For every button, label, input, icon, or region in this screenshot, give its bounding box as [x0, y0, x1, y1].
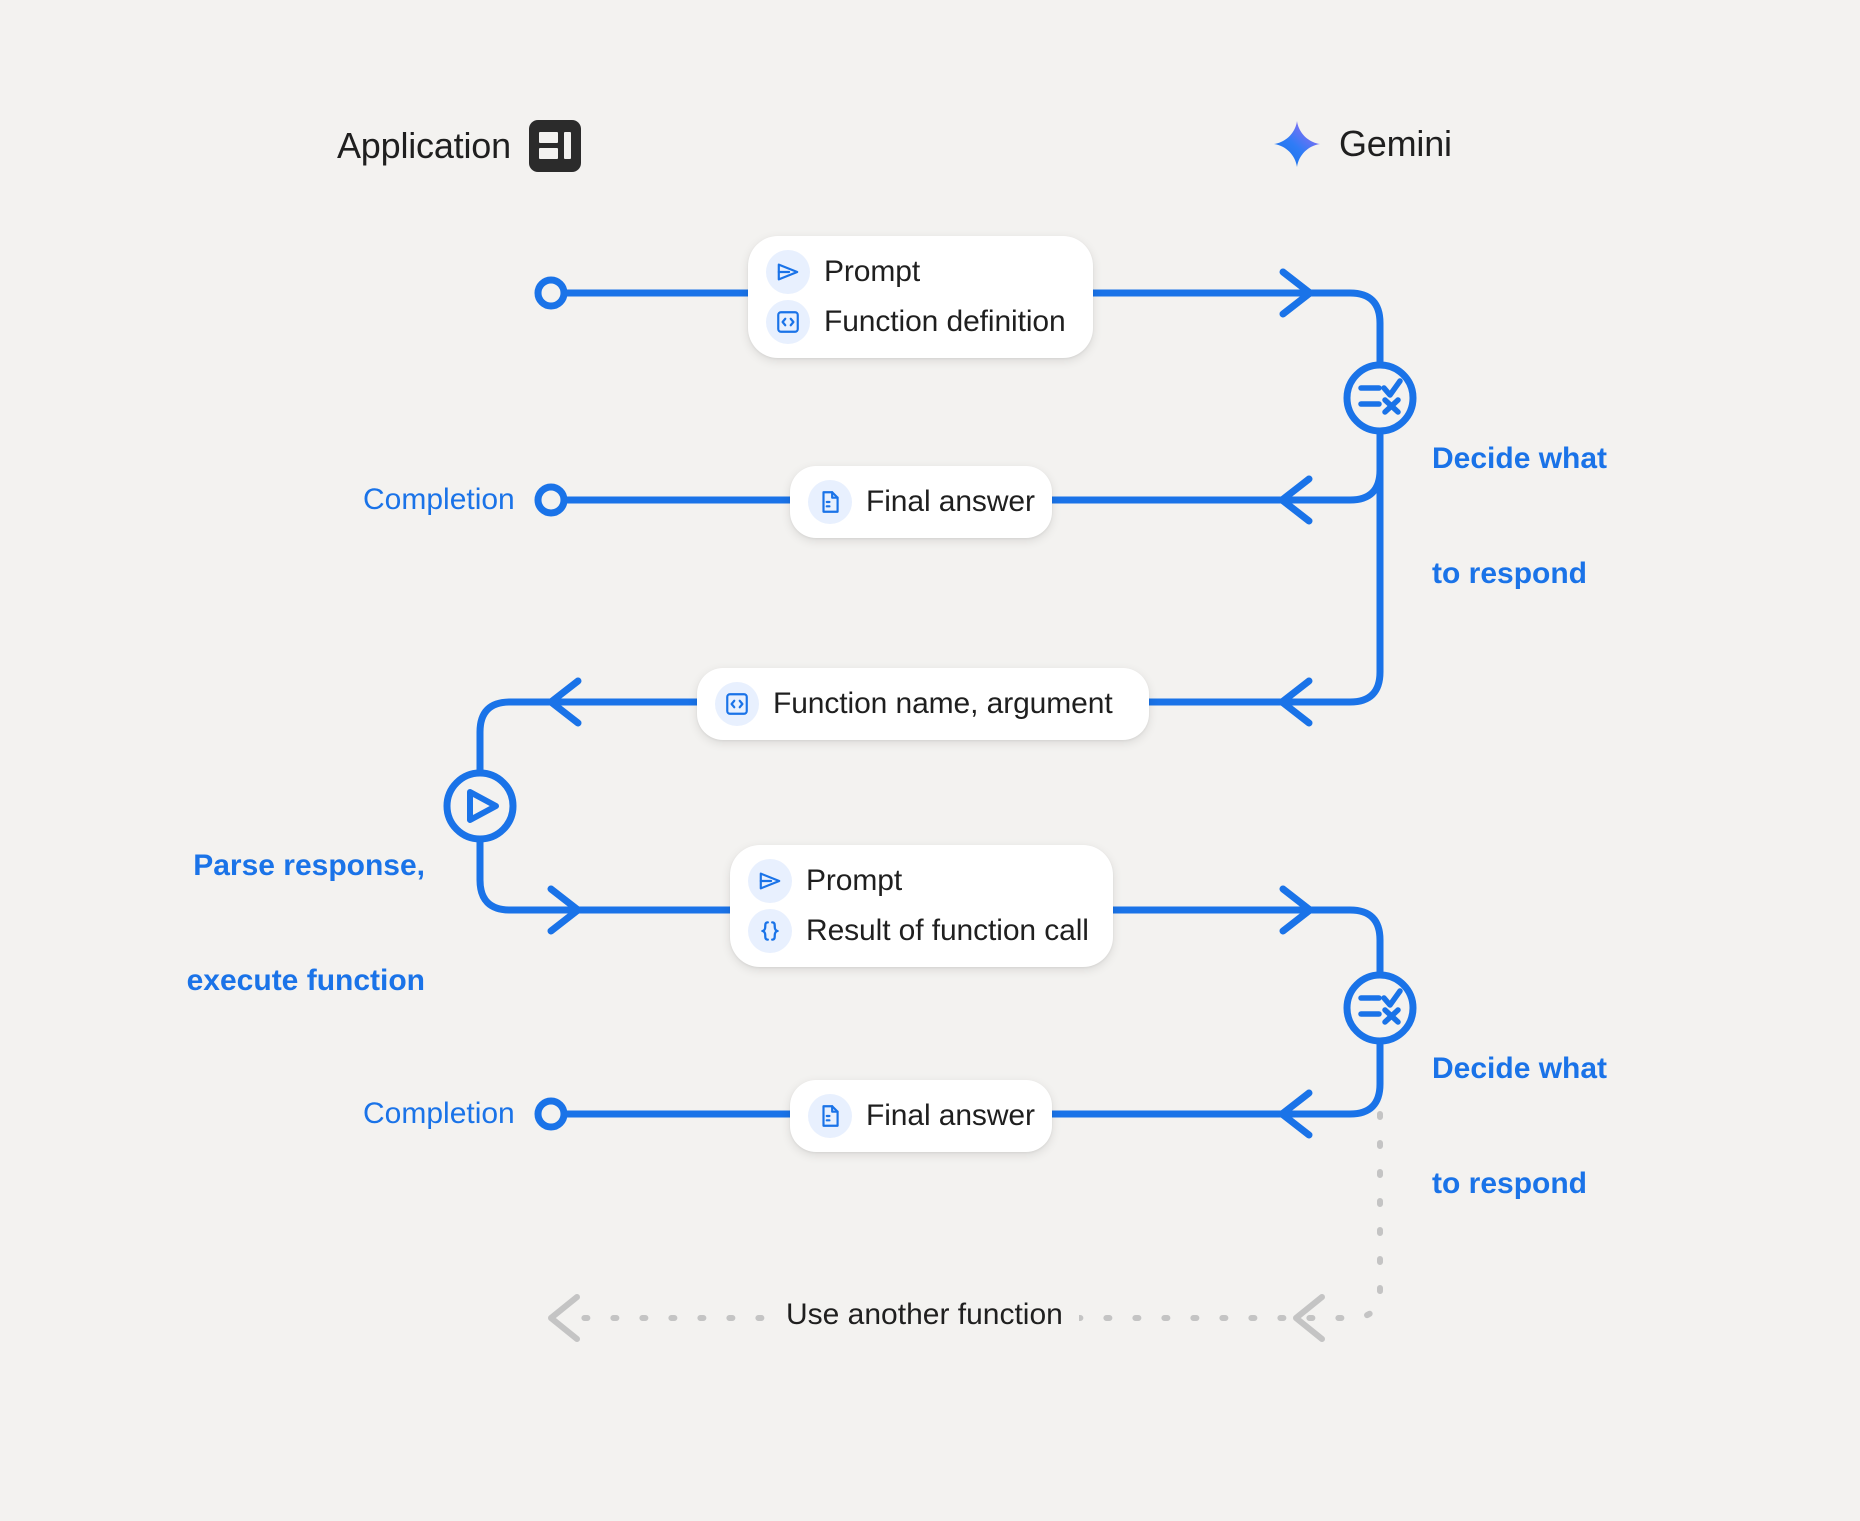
wire-prompt-curve-to-decide1: [1292, 289, 1384, 386]
label-decide-what-to-respond-2: Decide what to respond: [1432, 973, 1607, 1280]
label-decide-1-line-2: to respond: [1432, 556, 1587, 590]
document-icon: [808, 480, 852, 524]
arrowhead-final-answer-2-left: [1278, 1089, 1313, 1139]
wire-decide1-trunk: [1292, 427, 1384, 706]
pill-row-function-definition: Function definition: [766, 300, 1066, 344]
label-decide-2-line-1: Decide what: [1432, 1051, 1608, 1085]
application-window-icon: [528, 120, 581, 172]
pill-label-prompt: Prompt: [824, 255, 921, 288]
arrowhead-final-answer-1-left: [1278, 475, 1313, 525]
label-decide-1-line-1: Decide what: [1432, 441, 1608, 475]
pill-label-function-name-argument: Function name, argument: [773, 687, 1113, 720]
pill-row-function-name-argument: Function name, argument: [715, 682, 1119, 726]
pill-label-final-answer-1: Final answer: [866, 485, 1035, 518]
decide-node-2-circle: [1343, 971, 1417, 1045]
pill-row-prompt: Prompt: [766, 250, 1063, 294]
pill-row-final-answer-2: Final answer: [808, 1094, 1035, 1138]
message-pill-final-answer-1[interactable]: Final answer: [790, 466, 1052, 538]
wire-result-curve-to-decide2: [1292, 906, 1384, 995]
arrowhead-prompt-right: [1279, 268, 1314, 318]
decision-checklist-icon-1: [1358, 378, 1403, 415]
send-prompt-icon: [748, 859, 792, 903]
code-brackets-icon: [766, 300, 810, 344]
label-parse-response-execute-function: Parse response, execute function: [180, 770, 425, 1077]
label-parse-line-1: Parse response,: [193, 848, 425, 882]
lane-label-gemini: Gemini: [1339, 123, 1452, 164]
decide-node-1-circle: [1343, 361, 1417, 435]
arrowhead-loopback-left: [548, 1294, 580, 1342]
message-pill-final-answer-2[interactable]: Final answer: [790, 1080, 1052, 1152]
endpoint-completion-1: [534, 483, 568, 517]
send-prompt-icon: [766, 250, 810, 294]
pill-label-function-definition: Function definition: [824, 305, 1066, 338]
label-use-another-function: Use another function: [770, 1298, 1079, 1332]
label-decide-2-line-2: to respond: [1432, 1166, 1587, 1200]
curly-braces-icon: [748, 909, 792, 953]
execute-node-circle: [443, 769, 517, 843]
message-pill-prompt-function-definition[interactable]: Prompt Function definition: [748, 236, 1093, 358]
decision-checklist-icon-2: [1358, 988, 1403, 1025]
message-pill-function-name-argument[interactable]: Function name, argument: [697, 668, 1149, 740]
lane-header-gemini: Gemini: [1273, 120, 1452, 168]
pill-row-result-of-function-call: Result of function call: [748, 909, 1089, 953]
gemini-sparkle-icon: [1273, 120, 1321, 168]
pill-label-final-answer-2: Final answer: [866, 1099, 1035, 1132]
label-completion-1: Completion: [363, 483, 515, 516]
label-parse-line-2: execute function: [186, 963, 425, 997]
lane-header-application: Application: [337, 120, 581, 172]
pill-label-prompt-2: Prompt: [806, 864, 903, 897]
endpoint-completion-2: [534, 1097, 568, 1131]
arrowhead-function-name-left-app: [547, 677, 582, 727]
label-decide-what-to-respond-1: Decide what to respond: [1432, 363, 1607, 670]
play-circle-icon: [467, 789, 499, 823]
arrowhead-loopback-mid: [1293, 1294, 1325, 1342]
arrowhead-function-name-left: [1278, 677, 1313, 727]
pill-row-final-answer-1: Final answer: [808, 480, 1035, 524]
endpoint-prompt-start: [534, 276, 568, 310]
lane-label-application: Application: [337, 125, 511, 166]
document-icon: [808, 1094, 852, 1138]
pill-label-result-of-function-call: Result of function call: [806, 914, 1089, 947]
arrowhead-result-app-right: [547, 885, 582, 935]
arrowhead-result-gemini-right: [1279, 885, 1314, 935]
pill-row-prompt-2: Prompt: [748, 859, 1083, 903]
message-pill-prompt-result-of-function-call[interactable]: Prompt Result of function call: [730, 845, 1113, 967]
code-brackets-icon: [715, 682, 759, 726]
label-completion-2: Completion: [363, 1097, 515, 1130]
